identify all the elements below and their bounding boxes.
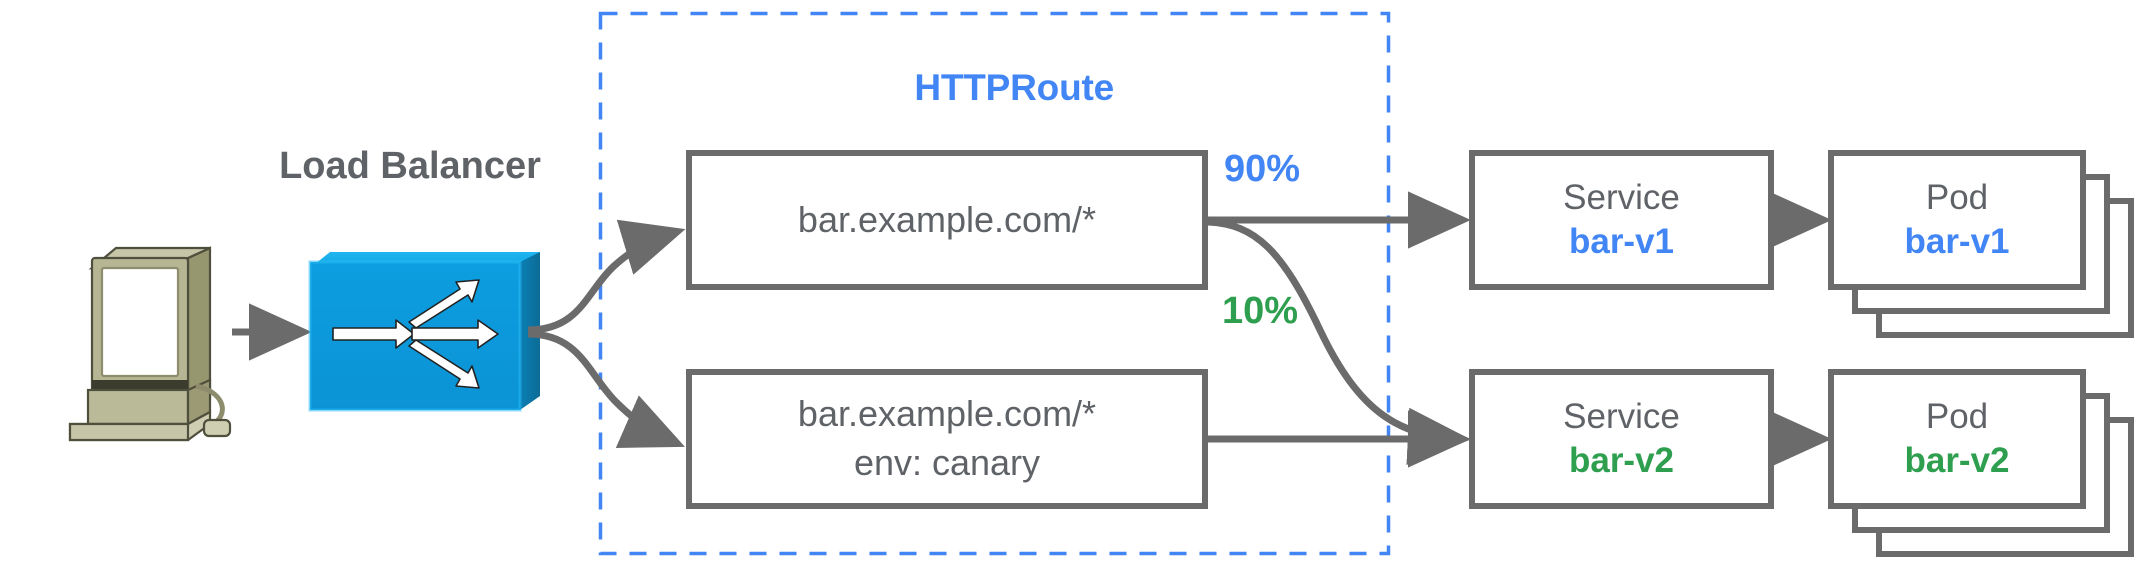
weight-label-primary: 90% (1224, 148, 1301, 190)
service-name-label-v1: bar-v1 (1568, 222, 1675, 261)
pod-kind-label-v2: Pod (1925, 397, 1989, 437)
pod-card-front-v1[interactable]: Pod bar-v1 (1828, 150, 2086, 290)
route-match-canary: bar.example.com/* (797, 393, 1097, 435)
pod-stack-bar-v1[interactable]: Pod bar-v1 (1828, 150, 2149, 350)
arrow-lb-to-route-canary (527, 330, 685, 448)
desktop-computer-icon (68, 246, 232, 442)
route-rule-box-primary[interactable]: bar.example.com/* (686, 150, 1208, 290)
service-box-bar-v1[interactable]: Service bar-v1 (1469, 150, 1774, 290)
pod-name-label-v2: bar-v2 (1904, 441, 2010, 480)
service-name-label-v2: bar-v2 (1568, 441, 1675, 480)
pod-kind-label-v1: Pod (1925, 178, 1989, 218)
httproute-kind-label: HTTPRoute (914, 66, 1114, 108)
service-kind-label-v2: Service (1563, 397, 1680, 437)
route-rule-box-canary[interactable]: bar.example.com/* env: canary (686, 369, 1208, 509)
load-balancer-icon (308, 252, 540, 412)
arrow-lb-to-route-primary (527, 219, 686, 334)
route-header-canary: env: canary (853, 442, 1041, 483)
weight-label-canary: 10% (1222, 290, 1299, 332)
service-box-bar-v2[interactable]: Service bar-v2 (1469, 369, 1774, 509)
load-balancer-label: Load Balancer (279, 145, 541, 187)
pod-card-front-v2[interactable]: Pod bar-v2 (1828, 369, 2086, 509)
pod-name-label-v1: bar-v1 (1904, 222, 2010, 261)
route-match-primary: bar.example.com/* (797, 198, 1097, 240)
service-kind-label-v1: Service (1563, 178, 1680, 218)
pod-stack-bar-v2[interactable]: Pod bar-v2 (1828, 369, 2149, 569)
